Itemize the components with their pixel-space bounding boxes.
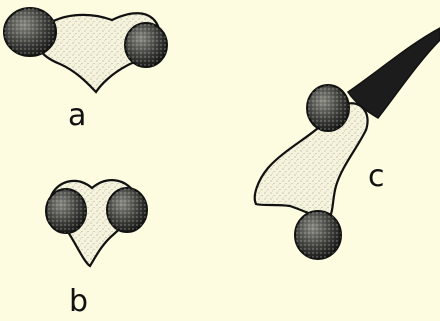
specimen-c [255,28,440,259]
specimen-c-upper-sphere [307,85,349,131]
specimen-b-right-sphere [107,188,147,232]
label-a: a [68,101,86,131]
specimen-c-spike [348,28,440,118]
specimen-a-right-sphere [125,23,167,67]
label-c: c [368,162,385,192]
specimen-b [46,180,147,266]
specimen-b-left-sphere [46,189,86,233]
label-b: b [69,287,88,317]
specimen-a [4,8,167,92]
specimen-a-left-sphere [4,8,56,56]
specimen-c-lower-sphere [295,211,341,259]
